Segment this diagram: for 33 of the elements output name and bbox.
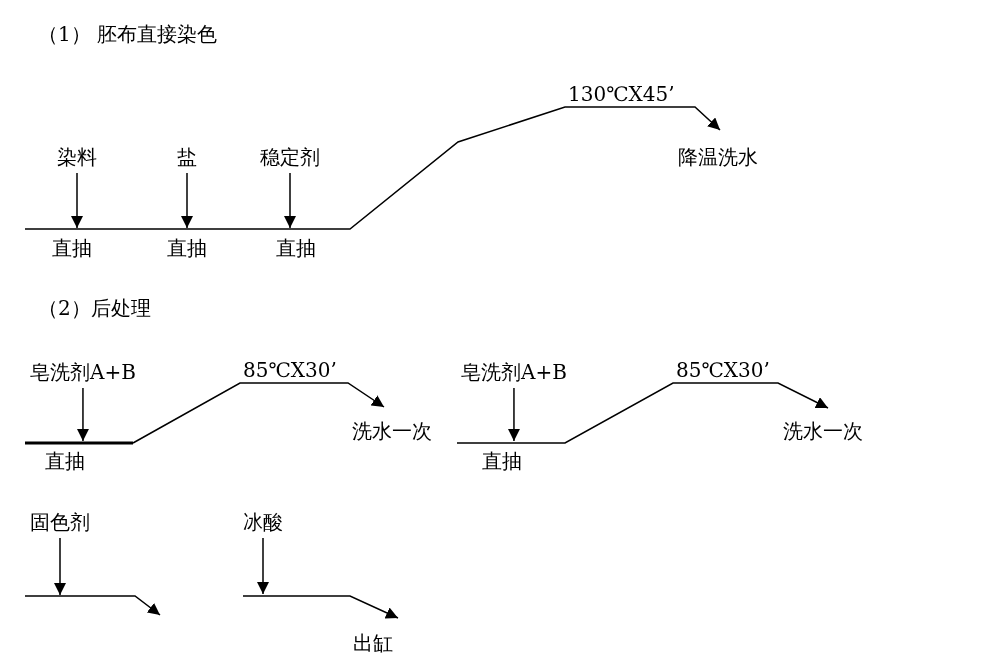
additive-label: 冰酸 xyxy=(243,510,283,534)
arrow xyxy=(284,172,296,229)
step-label: 直抽 xyxy=(45,449,85,473)
step-label: 直抽 xyxy=(276,236,316,260)
process-curve xyxy=(456,382,829,444)
additive-label: 盐 xyxy=(177,145,197,169)
section-heading: （1） 胚布直接染色 xyxy=(38,22,218,46)
temperature-time-label: 85℃X30’ xyxy=(243,358,337,382)
step-label: 洗水一次 xyxy=(352,419,432,443)
arrow xyxy=(181,172,193,229)
temperature-time-label: 130℃X45’ xyxy=(568,82,675,106)
step-label: 出缸 xyxy=(353,631,393,655)
process-curve xyxy=(132,382,385,444)
step-label: 洗水一次 xyxy=(783,419,863,443)
arrow xyxy=(71,172,83,229)
step-label: 直抽 xyxy=(167,236,207,260)
step-label: 降温洗水 xyxy=(678,145,758,169)
temperature-time-label: 85℃X30’ xyxy=(676,358,770,382)
process-curve xyxy=(24,106,721,230)
additive-label: 皂洗剂A+B xyxy=(461,360,567,384)
additive-label: 皂洗剂A+B xyxy=(30,360,136,384)
section-heading: （2）后处理 xyxy=(38,296,151,320)
arrow xyxy=(257,537,269,595)
arrow xyxy=(507,387,520,442)
step-label: 直抽 xyxy=(52,236,92,260)
process-curve xyxy=(242,595,399,619)
step-label: 直抽 xyxy=(482,449,522,473)
arrow xyxy=(54,537,66,596)
additive-label: 稳定剂 xyxy=(260,145,320,169)
process-curve xyxy=(24,595,161,616)
additive-label: 染料 xyxy=(57,145,97,169)
arrow xyxy=(76,387,89,442)
additive-label: 固色剂 xyxy=(30,510,90,534)
